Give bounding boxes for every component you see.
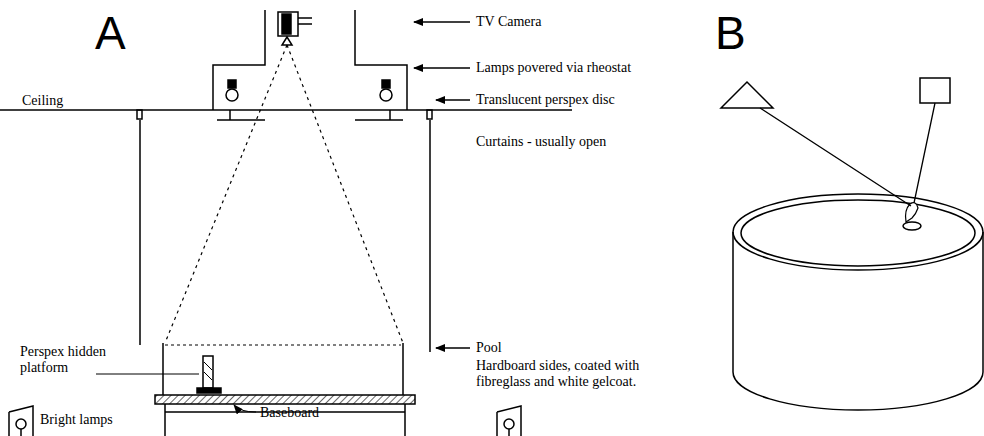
part-label: Baseboard [260, 405, 319, 421]
panel-letter: B [715, 8, 746, 58]
part-label: Pool [476, 340, 502, 356]
part-label: Ceiling [22, 93, 63, 109]
note-label: Curtains - usually open [476, 134, 606, 150]
note-label: Hardboard sides, coated with fibreglass … [476, 358, 686, 390]
part-label: TV Camera [476, 14, 541, 30]
part-label: Perspex hidden platform [20, 344, 120, 376]
part-label: Lamps povered via rheostat [476, 60, 631, 76]
panel-letter: A [95, 8, 126, 58]
part-label: Bright lamps [40, 412, 113, 428]
part-label: Translucent perspex disc [476, 92, 615, 108]
